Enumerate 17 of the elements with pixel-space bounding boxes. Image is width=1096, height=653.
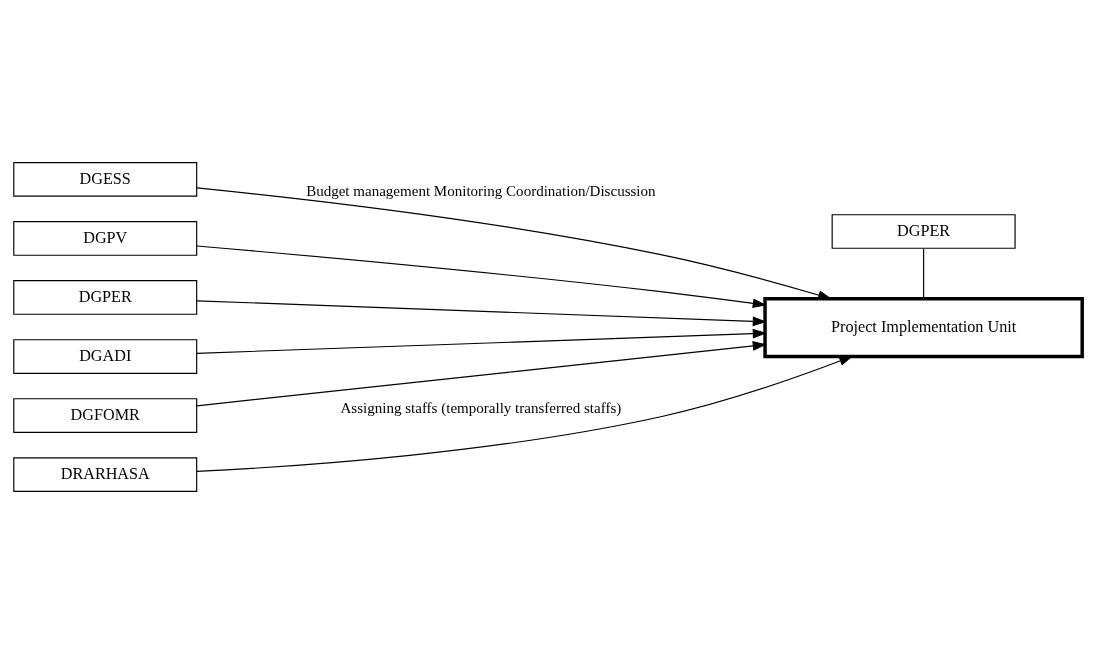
- node-box: DGPV: [13, 220, 198, 256]
- arrow: [196, 299, 767, 326]
- node-box: DRARHASA: [13, 456, 198, 492]
- node-box: Project Implementation Unit: [763, 296, 1084, 358]
- node-box: DGADI: [13, 338, 198, 374]
- node-box: DGPER: [831, 213, 1016, 249]
- node-box: DGPER: [13, 279, 198, 315]
- edge-label: Budget management Monitoring Coordination/Discussion: [306, 182, 656, 199]
- arrow: [196, 355, 854, 472]
- arrow: [196, 186, 832, 300]
- arrow: [196, 340, 767, 406]
- edge-label: Assigning staffs (temporally transferred staffs): [340, 399, 622, 416]
- arrow: [196, 244, 767, 308]
- arrow: [196, 328, 767, 354]
- connector: [923, 247, 925, 299]
- node-box: DGFOMR: [13, 397, 198, 433]
- node-box: DGESS: [13, 161, 198, 197]
